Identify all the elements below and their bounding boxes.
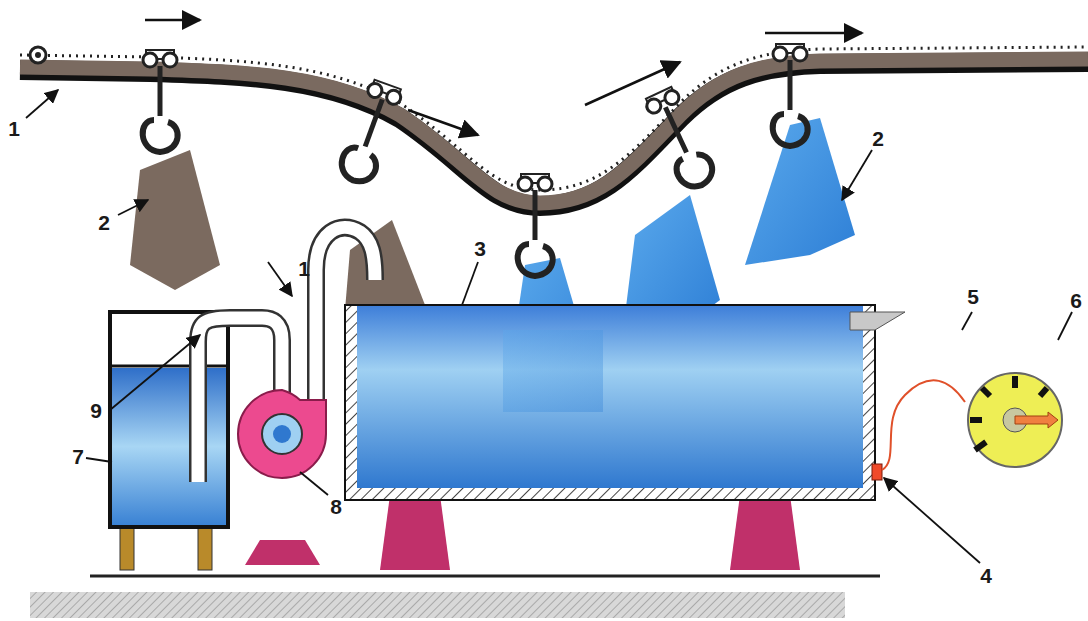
reservoir xyxy=(110,312,228,527)
pump xyxy=(238,390,326,478)
trolley-hook xyxy=(143,50,178,152)
callout-number: 7 xyxy=(72,446,84,467)
callout-number: 4 xyxy=(980,565,992,586)
leader-lines xyxy=(26,90,1072,563)
sensor-wire xyxy=(882,380,965,470)
floor-line xyxy=(90,575,880,578)
trolley-hook xyxy=(773,44,808,146)
tank-wall xyxy=(345,305,875,500)
gauge-ticks xyxy=(970,376,1047,450)
sensor xyxy=(872,464,882,480)
floor-hatch xyxy=(30,592,845,618)
flow-arrows xyxy=(145,20,862,135)
callout-number: 1 xyxy=(298,258,310,279)
trolleys xyxy=(143,44,808,276)
reservoir-liquid xyxy=(112,368,226,525)
tank-bath xyxy=(357,306,863,488)
uncoated-part xyxy=(130,150,220,290)
trolley-hook xyxy=(518,174,553,276)
pump-base xyxy=(245,540,320,565)
tank-leg xyxy=(730,495,800,570)
trolley-hook xyxy=(337,79,405,187)
tank-overflow xyxy=(850,312,905,330)
chain-wheel xyxy=(30,47,46,63)
callout-number: 1 xyxy=(8,118,20,139)
gauge-needle xyxy=(1015,412,1058,428)
callout-number: 3 xyxy=(474,238,486,259)
callout-number: 8 xyxy=(330,496,342,517)
gauge xyxy=(968,373,1062,467)
callout-number: 6 xyxy=(1070,290,1082,311)
callout-number: 9 xyxy=(90,400,102,421)
callout-number: 2 xyxy=(98,212,110,233)
trolley-hook xyxy=(643,85,718,192)
tank-leg xyxy=(380,495,450,570)
callout-number: 2 xyxy=(872,128,884,149)
callout-number: 5 xyxy=(967,286,979,307)
